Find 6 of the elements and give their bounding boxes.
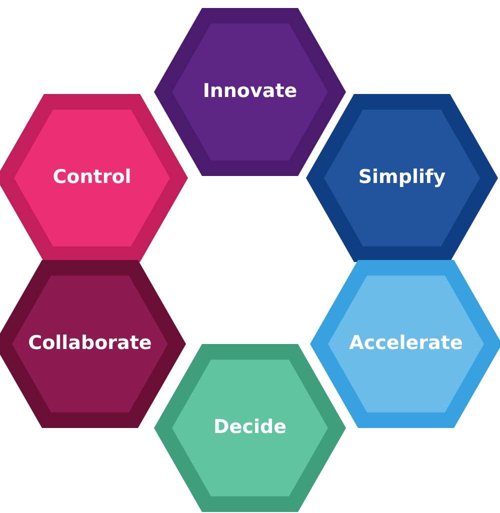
hexagon-label: Decide bbox=[212, 416, 288, 440]
hexagon-label: Collaborate bbox=[27, 332, 153, 356]
hexagon-label: Control bbox=[52, 166, 132, 190]
hexagon-label: Simplify bbox=[357, 166, 447, 190]
hexagon-label: Accelerate bbox=[348, 332, 464, 356]
hexagon-label: Innovate bbox=[202, 80, 298, 104]
